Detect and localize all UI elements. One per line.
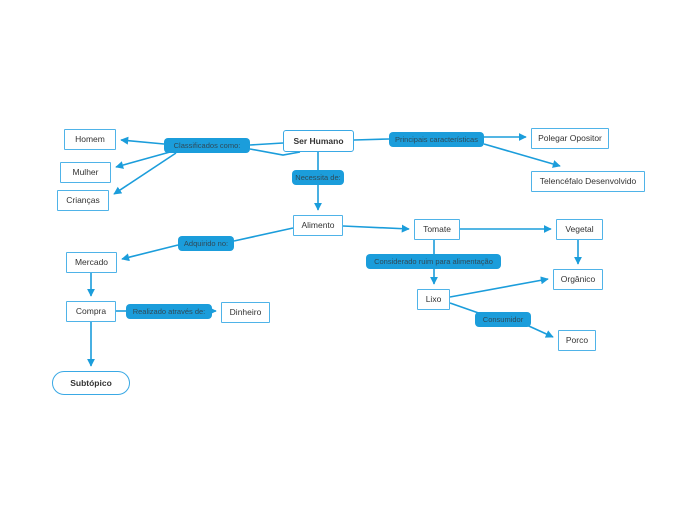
edge-lixo-to-organico [449,276,549,298]
label-consumidor[interactable]: Consumidor [475,312,531,327]
label-realizado-atraves-de[interactable]: Realizado através de: [126,304,212,319]
edge-ser-humano-to-classificados [249,142,284,146]
node-subtopico[interactable]: Subtópico [52,371,130,395]
edge-classificados-to-criancas [113,152,177,195]
node-telencefalo-desenvolvido[interactable]: Telencéfalo Desenvolvido [531,171,645,192]
label-necessita-de[interactable]: Necessita de: [292,170,344,185]
edge-classificados-to-mulher [115,151,171,169]
node-porco[interactable]: Porco [558,330,596,351]
node-tomate[interactable]: Tomate [414,219,460,240]
label-classificados-como[interactable]: Classificados como: [164,138,250,153]
edge-alimento-to-adquirido [233,227,294,242]
node-mulher[interactable]: Mulher [60,162,111,183]
edge-adquirido-to-mercado [121,244,179,262]
node-compra[interactable]: Compra [66,301,116,322]
node-polegar-opositor[interactable]: Polegar Opositor [531,128,609,149]
node-alimento[interactable]: Alimento [293,215,343,236]
node-organico[interactable]: Orgânico [553,269,603,290]
label-adquirido-no[interactable]: Adquirido no: [178,236,234,251]
node-dinheiro[interactable]: Dinheiro [221,302,270,323]
label-principais-caracteristicas[interactable]: Principais características [389,132,484,147]
edge-classificados-to-homem [120,136,165,145]
node-homem[interactable]: Homem [64,129,116,150]
label-considerado-ruim-para-alimentacao[interactable]: Considerado ruim para alimentação [366,254,501,269]
edge-ser-humano-to-principais [353,138,390,141]
node-mercado[interactable]: Mercado [66,252,117,273]
node-vegetal[interactable]: Vegetal [556,219,603,240]
node-lixo[interactable]: Lixo [417,289,450,310]
node-criancas[interactable]: Crianças [57,190,109,211]
node-ser-humano[interactable]: Ser Humano [283,130,354,152]
edge-alimento-to-tomate [342,224,410,233]
